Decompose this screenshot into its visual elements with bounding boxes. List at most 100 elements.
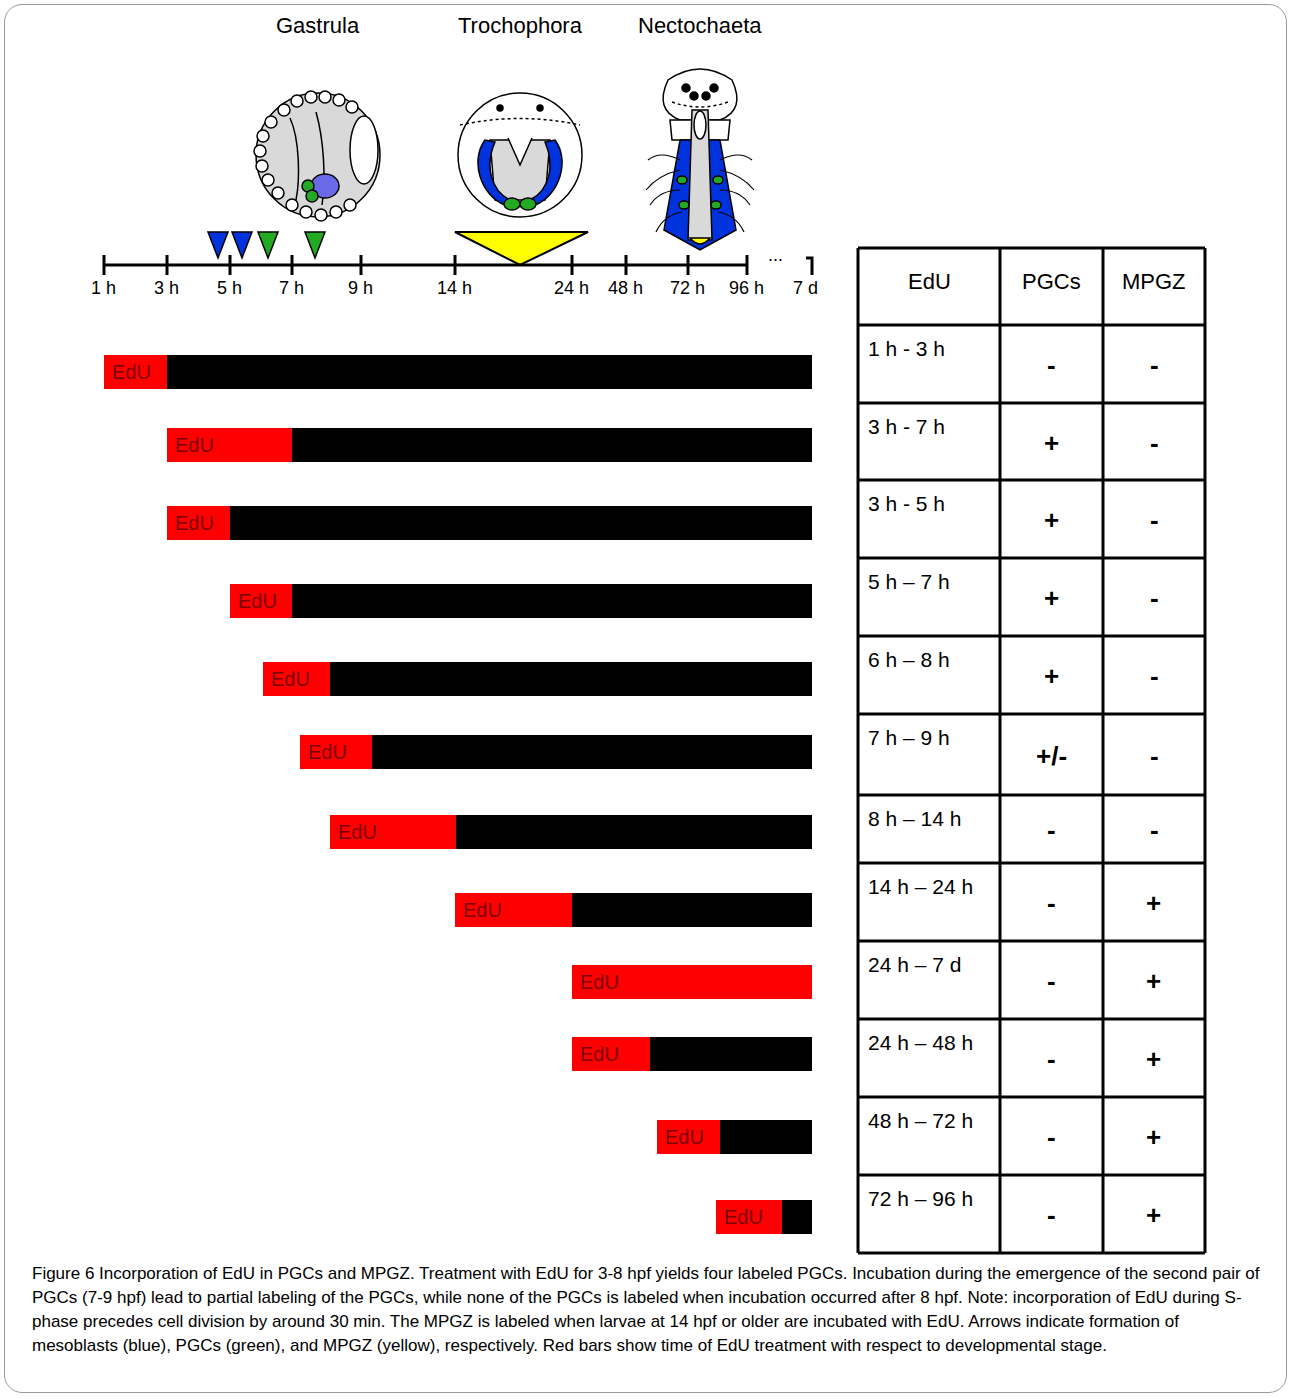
untreated-bar [230,506,812,540]
table-cell: - [1047,967,1056,996]
edu-bar: EdU [716,1200,782,1234]
edu-bar: EdU [300,735,372,769]
bar-label: EdU [104,361,151,384]
table-cell: 24 h – 48 h [868,1031,973,1054]
table-cell: + [1044,662,1059,691]
gastrula-drawing [254,91,380,221]
table-cell: 24 h – 7 d [868,953,961,976]
untreated-bar [292,584,812,618]
bar-label: EdU [657,1126,704,1149]
table-cell: + [1044,584,1059,613]
pgc-arrow [305,232,325,258]
table-cell: - [1150,742,1159,771]
tick-label: 48 h [608,279,643,299]
table-cell: + [1146,967,1161,996]
untreated-bar [330,662,812,696]
bar-label: EdU [572,1043,619,1066]
table-cell: - [1047,889,1056,918]
table-cell: +/- [1036,742,1067,771]
trochophora-drawing [458,93,582,217]
tick-label: 72 h [670,279,705,299]
table-cell: - [1150,351,1159,380]
edu-bar: EdU [263,662,330,696]
stage-name: Nectochaeta [638,14,762,38]
table-cell: 6 h – 8 h [868,648,950,671]
table-cell: - [1047,816,1056,845]
stage-name: Gastrula [276,14,359,38]
figure-frame [4,4,1287,1393]
table-cell: + [1146,1201,1161,1230]
edu-bar: EdU [104,355,167,389]
edu-bar: EdU [572,1037,650,1071]
table-cell: - [1047,1045,1056,1074]
results-table [858,248,1205,1253]
table-cell: MPGZ [1122,270,1186,294]
edu-bar: EdU [657,1120,720,1154]
edu-bar: EdU [230,584,292,618]
untreated-bar [292,428,812,462]
table-cell: - [1150,506,1159,535]
tick-label: 7 d [793,279,818,299]
mesoblast-arrow [232,232,252,258]
pgc-arrow [258,232,278,258]
figure-caption: Figure 6 Incorporation of EdU in PGCs an… [32,1262,1264,1359]
untreated-bar [456,815,812,849]
table-cell: + [1044,429,1059,458]
bar-label: EdU [300,741,347,764]
table-cell: 48 h – 72 h [868,1109,973,1132]
bar-label: EdU [263,668,310,691]
mesoblast-arrow [208,232,228,258]
edu-bar: EdU [572,965,812,999]
untreated-bar [720,1120,812,1154]
untreated-bar [782,1200,812,1234]
table-cell: 8 h – 14 h [868,807,961,830]
table-cell: - [1150,662,1159,691]
tick-label: ... [768,246,783,266]
tick-label: 3 h [154,279,179,299]
bar-label: EdU [716,1206,763,1229]
table-cell: 72 h – 96 h [868,1187,973,1210]
table-cell: + [1146,889,1161,918]
time-axis [104,255,812,275]
bar-label: EdU [330,821,377,844]
table-cell: EdU [908,270,951,294]
table-cell: 3 h - 5 h [868,492,945,515]
tick-label: 96 h [729,279,764,299]
tick-label: 14 h [437,279,472,299]
tick-label: 5 h [217,279,242,299]
bar-label: EdU [167,434,214,457]
table-cell: 3 h - 7 h [868,415,945,438]
edu-bar: EdU [330,815,456,849]
bar-label: EdU [230,590,277,613]
table-cell: - [1047,1201,1056,1230]
stage-name: Trochophora [458,14,582,38]
edu-bar: EdU [455,893,572,927]
table-cell: 5 h – 7 h [868,570,950,593]
table-cell: PGCs [1022,270,1081,294]
table-cell: + [1146,1045,1161,1074]
edu-bar: EdU [167,428,292,462]
table-cell: - [1150,429,1159,458]
untreated-bar [572,893,812,927]
bar-label: EdU [572,971,619,994]
bar-label: EdU [455,899,502,922]
table-cell: - [1047,351,1056,380]
table-cell: - [1047,1123,1056,1152]
untreated-bar [167,355,812,389]
table-cell: 1 h - 3 h [868,337,945,360]
edu-bar: EdU [167,506,230,540]
untreated-bar [650,1037,812,1071]
tick-label: 1 h [91,279,116,299]
nectochaeta-drawing [646,69,754,250]
mpgz-arrow [455,232,588,265]
untreated-bar [372,735,812,769]
table-cell: - [1150,816,1159,845]
tick-label: 7 h [279,279,304,299]
table-cell: 14 h – 24 h [868,875,973,898]
table-cell: + [1044,506,1059,535]
tick-label: 9 h [348,279,373,299]
table-cell: 7 h – 9 h [868,726,950,749]
tick-label: 24 h [554,279,589,299]
table-cell: - [1150,584,1159,613]
